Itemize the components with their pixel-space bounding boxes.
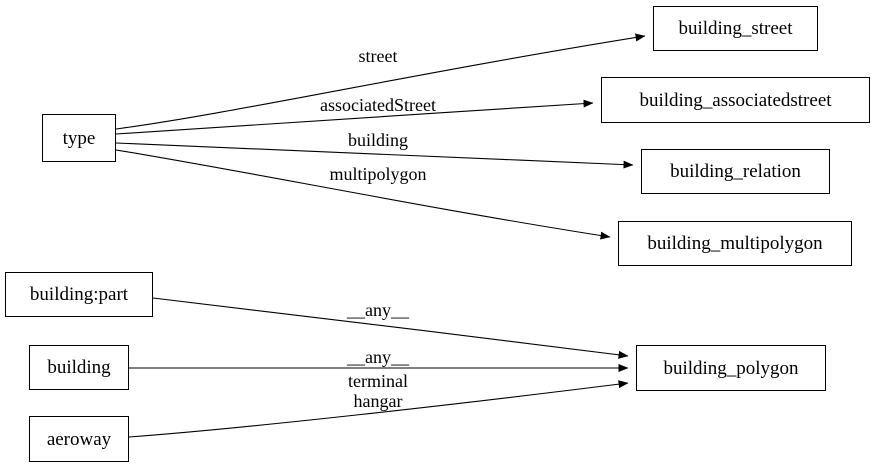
graph-node-building[interactable]: building (29, 345, 129, 390)
graph-edge (115, 142, 634, 169)
graph-edge (115, 149, 611, 240)
edge-label: multipolygon (329, 163, 427, 184)
edge-label: __any__ (347, 346, 409, 367)
graph-node-aeroway[interactable]: aeroway (29, 416, 129, 462)
edge-label: associatedStreet (320, 94, 436, 115)
edge-paths (115, 33, 646, 438)
edge-label: building (347, 129, 409, 150)
graph-edge (115, 33, 646, 130)
graph-node-building-multipolygon[interactable]: building_multipolygon (618, 221, 852, 266)
graph-edge (152, 297, 629, 359)
graph-node-building-associatedstreet[interactable]: building_associatedstreet (601, 77, 870, 123)
graph-node-building-part[interactable]: building:part (5, 272, 153, 317)
graph-node-type[interactable]: type (42, 114, 116, 162)
graph-edge (115, 99, 594, 135)
graph-node-building-polygon[interactable]: building_polygon (636, 345, 826, 391)
edge-label: street (358, 45, 398, 66)
graph-edge (128, 380, 629, 438)
graph-node-building-relation[interactable]: building_relation (641, 149, 830, 194)
edge-label: __any__ (347, 299, 409, 320)
edge-label: terminal hangar (348, 370, 408, 411)
graph-node-building-street[interactable]: building_street (653, 6, 818, 51)
